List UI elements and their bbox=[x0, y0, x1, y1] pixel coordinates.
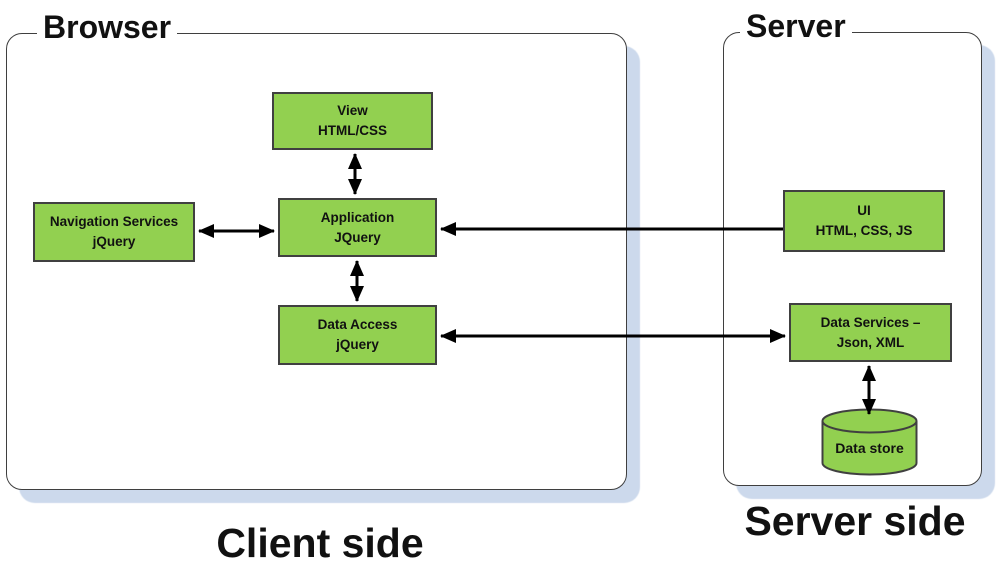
application-box: Application JQuery bbox=[278, 198, 437, 257]
data-store-cylinder: Data store bbox=[820, 406, 919, 478]
navigation-services-box: Navigation Services jQuery bbox=[33, 202, 195, 262]
application-box-line2: JQuery bbox=[334, 229, 381, 245]
view-box-line2: HTML/CSS bbox=[318, 123, 387, 138]
server-side-label: Server side bbox=[744, 498, 966, 544]
data-access-box: Data Access jQuery bbox=[278, 305, 437, 365]
navigation-services-box-line1: Navigation Services bbox=[49, 214, 179, 230]
view-box: View HTML/CSS bbox=[272, 92, 433, 150]
view-box-line1: View bbox=[337, 103, 368, 119]
ui-box-line1: UI bbox=[857, 203, 871, 219]
server-panel-label: Server bbox=[740, 8, 852, 45]
ui-box-line2: HTML, CSS, JS bbox=[815, 223, 913, 238]
data-store-label: Data store bbox=[835, 440, 904, 456]
data-services-box: Data Services – Json, XML bbox=[789, 303, 952, 362]
data-access-box-line2: jQuery bbox=[336, 337, 379, 352]
data-access-box-line1: Data Access bbox=[317, 317, 398, 333]
client-side-label: Client side bbox=[216, 520, 424, 566]
data-services-box-line2: Json, XML bbox=[836, 334, 905, 350]
navigation-services-box-line2: jQuery bbox=[92, 234, 136, 249]
application-box-line1: Application bbox=[320, 209, 395, 225]
ui-box: UI HTML, CSS, JS bbox=[783, 190, 945, 252]
cylinder-shape bbox=[821, 408, 918, 476]
browser-panel-label: Browser bbox=[37, 9, 178, 46]
data-services-box-line1: Data Services – bbox=[820, 314, 921, 330]
